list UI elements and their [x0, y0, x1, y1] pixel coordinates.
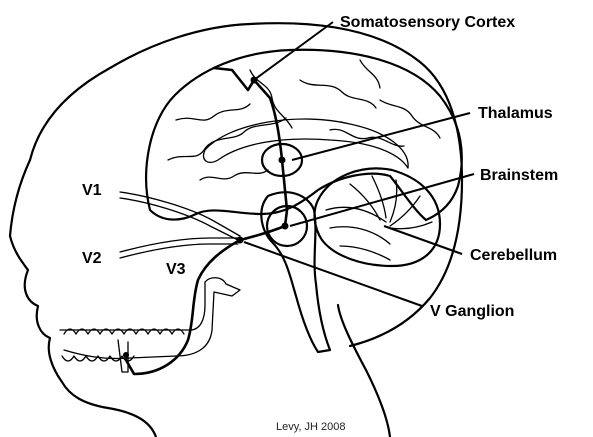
head-profile-outline — [10, 160, 390, 437]
tooth-node — [123, 352, 129, 358]
cerebrum-outline — [146, 50, 462, 220]
label-somatosensory-cortex: Somatosensory Cortex — [340, 14, 515, 31]
label-cerebellum: Cerebellum — [470, 247, 557, 264]
credit-text: Levy, JH 2008 — [276, 421, 346, 433]
label-thalamus: Thalamus — [478, 105, 553, 122]
thalamus-node — [279, 157, 286, 164]
label-v-ganglion: V Ganglion — [430, 303, 514, 320]
cerebellum-folia — [326, 176, 432, 260]
pointer-thalamus — [292, 113, 470, 160]
label-v2: V2 — [82, 250, 102, 267]
ganglion-node — [237, 237, 244, 244]
v2-nerve-branch — [120, 238, 238, 258]
label-v3: V3 — [166, 261, 186, 278]
label-brainstem: Brainstem — [480, 167, 558, 184]
v1-nerve-branch — [120, 192, 240, 240]
brainstem-node — [282, 223, 289, 230]
pointer-cerebellum — [384, 226, 462, 254]
label-v1: V1 — [82, 182, 102, 199]
jaw-outline — [60, 278, 240, 359]
brainstem-shape — [261, 192, 330, 352]
corpus-callosum — [203, 119, 408, 168]
